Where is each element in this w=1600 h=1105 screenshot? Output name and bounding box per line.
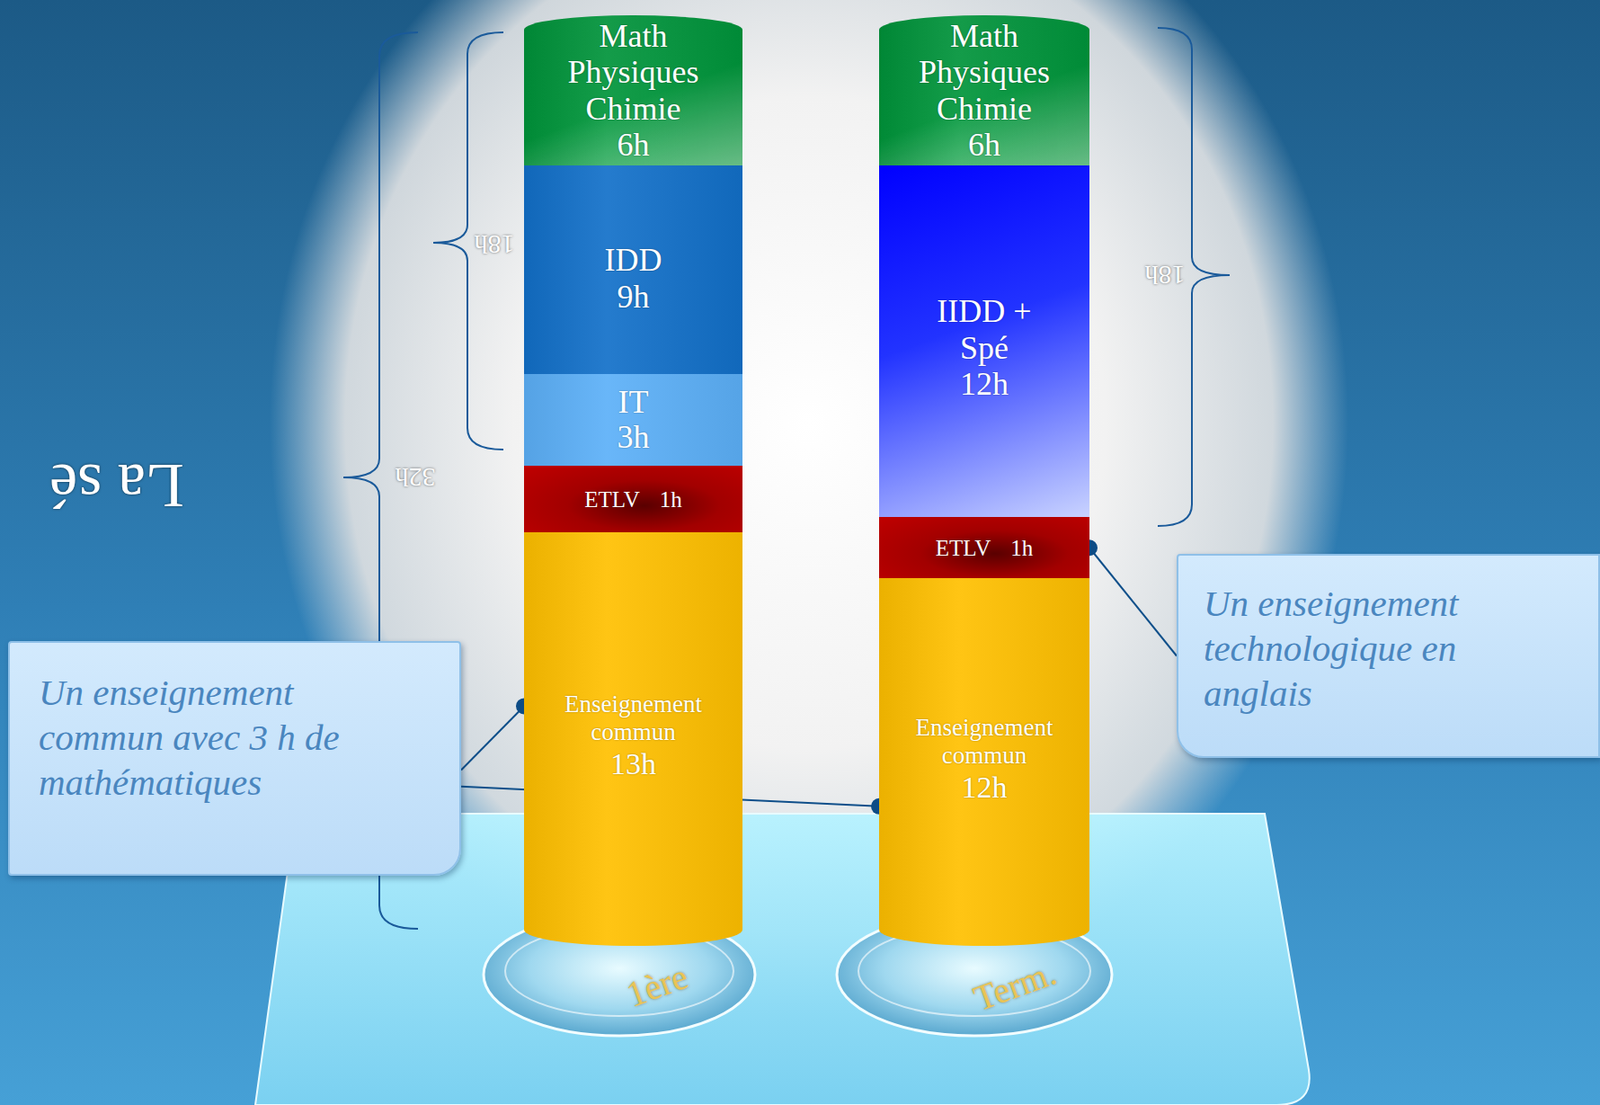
segment-body: ETLV 1h — [584, 487, 683, 513]
column-segment: Math Physiques Chimie6h — [879, 15, 1090, 166]
column-segment: ETLV 1h — [524, 465, 743, 533]
segment-hours: 1h — [1010, 535, 1033, 561]
segment-hours: 3h — [617, 419, 650, 456]
disc-inner — [858, 925, 1091, 1016]
leader-connector — [1089, 547, 1177, 656]
segment-body: Math Physiques Chimie6h — [567, 17, 699, 163]
segment-body: ETLV 1h — [935, 535, 1034, 561]
segment-body: Enseignement commun12h — [915, 713, 1054, 805]
segment-hours: 6h — [616, 126, 649, 163]
hours-label: 32h — [395, 462, 436, 493]
segment-name: ETLV — [935, 535, 992, 561]
segment-hours: 12h — [961, 769, 1008, 805]
segment-name: IT — [618, 384, 649, 421]
disc-rim — [483, 913, 756, 1036]
segment-body: Enseignement commun13h — [564, 690, 703, 782]
segment-name: Enseignement commun — [915, 713, 1054, 770]
callout-box: Un enseignement commun avec 3 h de mathé… — [8, 640, 462, 876]
segment-hours: 6h — [968, 126, 1001, 163]
column-segment: ETLV 1h — [879, 516, 1090, 578]
segment-hours: 9h — [616, 278, 649, 315]
column-segment: Math Physiques Chimie6h — [524, 15, 743, 166]
column-segment: Enseignement commun13h — [524, 532, 743, 946]
segment-name: Math Physiques Chimie — [567, 17, 699, 127]
segment-body: IIDD + Spé12h — [925, 293, 1043, 402]
segment-hours: 13h — [610, 746, 657, 782]
column-segment: IT3h — [524, 373, 743, 466]
disc-inner — [505, 925, 734, 1016]
segment-name: ETLV — [584, 487, 640, 513]
segment-name: IIDD + Spé — [925, 293, 1043, 366]
callout-text: Un enseignement technologique en anglais — [1203, 580, 1519, 716]
segment-body: IT3h — [617, 384, 650, 456]
segment-name: Math Physiques Chimie — [918, 17, 1050, 127]
title-fragment: La sé — [49, 449, 185, 522]
callout-box: Un enseignement technologique en anglais — [1176, 553, 1600, 758]
column-segment: Enseignement commun12h — [879, 577, 1090, 946]
column-segment: IIDD + Spé12h — [879, 165, 1090, 517]
callout-body: Un enseignement commun avec 3 h de mathé… — [38, 669, 442, 805]
segment-hours: 1h — [659, 487, 683, 513]
segment-body: Math Physiques Chimie6h — [918, 17, 1050, 163]
segment-name: IDD — [604, 241, 663, 278]
callout-text: Un enseignement commun avec 3 h de mathé… — [38, 669, 381, 805]
hours-label: 18h — [1145, 259, 1186, 291]
column-segment: IDD9h — [524, 165, 743, 374]
disc-rim — [836, 913, 1112, 1036]
segment-name: Enseignement commun — [564, 690, 703, 747]
callout-body: Un enseignement technologique en anglais — [1203, 580, 1581, 716]
segment-body: IDD9h — [604, 241, 663, 315]
segment-hours: 12h — [960, 365, 1009, 402]
hours-label: 18h — [474, 229, 516, 260]
leader-connector — [461, 705, 525, 770]
